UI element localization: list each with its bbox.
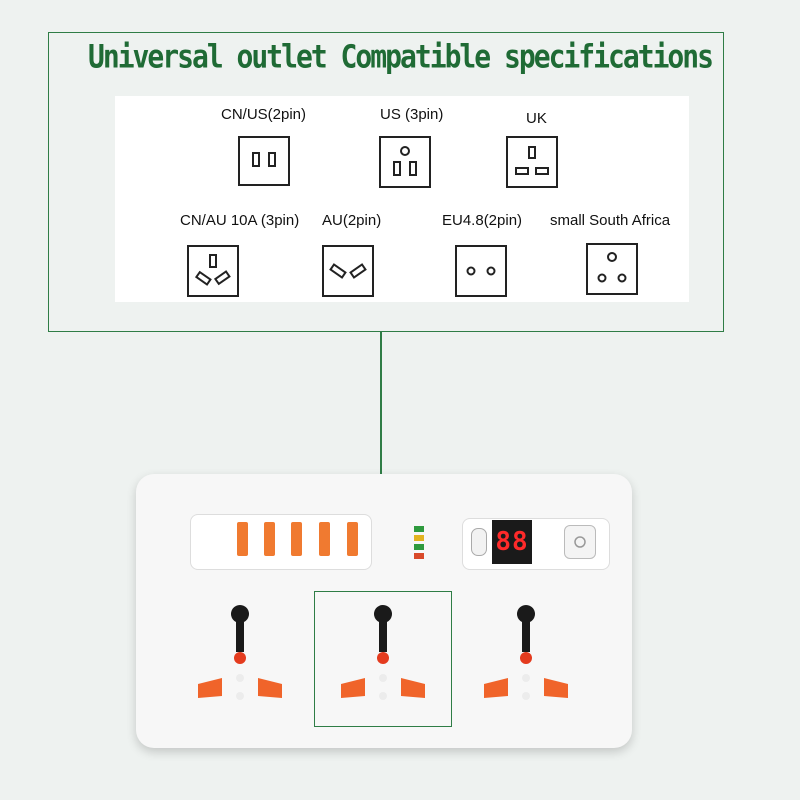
usb-port xyxy=(319,522,330,556)
brand-logo-icon xyxy=(414,526,424,559)
usb-panel xyxy=(190,514,372,570)
highlighted-outlet-frame xyxy=(314,591,452,727)
cn-us-2pin-socket-icon xyxy=(238,136,290,186)
mode-button[interactable] xyxy=(471,528,487,556)
socket-label: US (3pin) xyxy=(380,106,444,123)
uk-socket-icon xyxy=(506,136,558,188)
usb-port xyxy=(264,522,275,556)
socket-label: AU(2pin) xyxy=(322,212,382,229)
socket-label: UK xyxy=(526,110,547,127)
page-title: Universal outlet Compatible specificatio… xyxy=(87,37,714,76)
socket-label: CN/AU 10A (3pin) xyxy=(180,212,300,229)
small-south-africa-socket-icon xyxy=(586,243,638,295)
eu-4-8-2pin-socket-icon xyxy=(455,245,507,297)
au-2pin-socket-icon xyxy=(322,245,374,297)
led-display: 88 xyxy=(492,520,532,564)
socket-label: small South Africa xyxy=(550,212,671,229)
universal-outlet-icon xyxy=(484,604,568,700)
universal-outlet-icon xyxy=(341,604,425,700)
usb-port xyxy=(291,522,302,556)
us-3pin-socket-icon xyxy=(379,136,431,188)
cn-au-10a-3pin-socket-icon xyxy=(187,245,239,297)
power-button[interactable] xyxy=(564,525,596,559)
universal-outlet-icon xyxy=(198,604,282,700)
usb-port xyxy=(237,522,248,556)
connector-line xyxy=(380,332,382,592)
usb-port xyxy=(347,522,358,556)
socket-label: CN/US(2pin) xyxy=(221,106,307,123)
socket-label: EU4.8(2pin) xyxy=(442,212,523,229)
